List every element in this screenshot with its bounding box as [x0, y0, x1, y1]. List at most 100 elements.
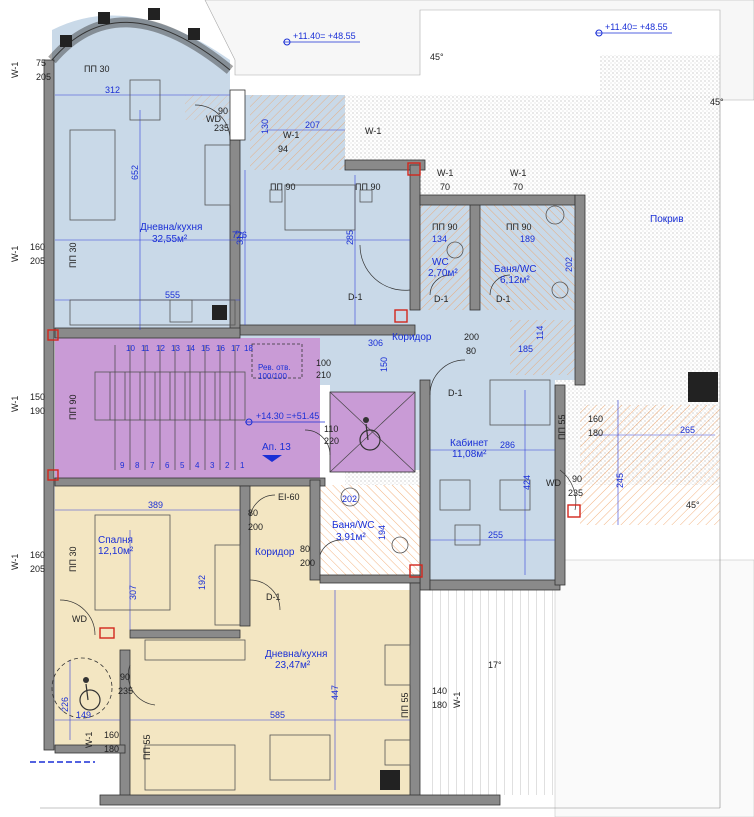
dimension: 150	[30, 392, 45, 402]
wheelchair-icon	[51, 657, 113, 719]
terrace-area	[204, 0, 754, 817]
dimension: 200	[300, 558, 315, 568]
stair-step-number: 7	[150, 461, 155, 470]
drawing-frame	[30, 100, 721, 809]
dimension: 447	[330, 685, 340, 700]
stair-step-number: 17	[231, 344, 240, 353]
stair-step-number: 8	[135, 461, 140, 470]
inspection-opening: Рев. отв.	[258, 363, 291, 372]
stair-step-number: 15	[201, 344, 210, 353]
stair-step-number: 3	[210, 461, 215, 470]
window-door-tag: WD	[206, 114, 221, 124]
dimension: 100	[316, 358, 331, 368]
dimension: 265	[680, 425, 695, 435]
stair-step-number: 18	[244, 344, 253, 353]
dimension: 189	[520, 234, 535, 244]
level-marker: +11.40= +48.55	[283, 31, 360, 46]
stair-step-number: 11	[141, 344, 150, 353]
furniture	[69, 79, 718, 791]
component-labels: D-1 D-1 D-1 D-1 D-1 WD WD WD EI-60 ПП 30…	[10, 52, 724, 760]
dimension: 80	[466, 346, 476, 356]
stair-step-number: 9	[120, 461, 125, 470]
roof-angle: 45°	[430, 52, 444, 62]
window-tag: W-1	[10, 396, 20, 412]
dimension: 235	[118, 686, 133, 696]
stair-step-number: 12	[156, 344, 165, 353]
window-sill-tag: ПП 30	[68, 547, 78, 572]
dimension: 80	[248, 508, 258, 518]
apartment-number: Ап. 13	[262, 442, 291, 453]
room-name: Баня/WC	[332, 520, 375, 531]
window-tag: W-1	[10, 62, 20, 78]
room-name: WC	[432, 257, 449, 268]
dimension: 160	[104, 730, 119, 740]
room-area: 23,47м²	[275, 660, 311, 671]
stair-step-number: 1	[240, 461, 245, 470]
dimension: 726	[232, 230, 247, 240]
dimension: 160	[30, 242, 45, 252]
stair-treads	[94, 343, 303, 470]
dimension: 90	[572, 474, 582, 484]
dimension: 210	[316, 370, 331, 380]
window-tag: W-1	[437, 168, 453, 178]
dimension: 226	[60, 697, 70, 712]
window-sill-tag: ПП 30	[68, 243, 78, 268]
window-sill-tag: ПП 55	[557, 415, 567, 440]
dimension: 80	[300, 544, 310, 554]
stair-numbers: 10 11 12 13 14 15 16 17 18 9 8 7 6 5 4 3…	[120, 344, 253, 470]
stair-step-number: 13	[171, 344, 180, 353]
level-stair: +14.30 =+51.45	[256, 411, 319, 421]
door-tag: D-1	[448, 388, 463, 398]
room-area: 3,91м²	[336, 532, 366, 543]
room-name: Покрив	[650, 214, 684, 225]
window-door-tag: WD	[72, 614, 87, 624]
entry-arrow-icon	[262, 455, 282, 462]
room-name: Кабинет	[450, 437, 488, 449]
dimension: 180	[104, 744, 119, 754]
dimension: 140	[432, 686, 447, 696]
dimension: 389	[148, 500, 163, 510]
dimension: 160	[588, 414, 603, 424]
dimension: 192	[197, 575, 207, 590]
window-sill-tag: ПП 55	[142, 735, 152, 760]
roof-angle: 17°	[488, 660, 502, 670]
roof-angle: 45°	[686, 500, 700, 510]
room-area: 12,10м²	[98, 546, 134, 557]
stair-step-number: 6	[165, 461, 170, 470]
room-name: Баня/WC	[494, 264, 537, 275]
dimension: 180	[432, 700, 447, 710]
stair-step-number: 4	[195, 461, 200, 470]
dimension: 205	[36, 72, 51, 82]
dimension: 255	[488, 530, 503, 540]
dimension: 90	[120, 672, 130, 682]
dimension: 202	[564, 257, 574, 272]
dimension: 286	[500, 440, 515, 450]
room-name: Коридор	[392, 332, 432, 343]
dimension: 134	[432, 234, 447, 244]
window-tag: W-1	[10, 554, 20, 570]
window-door-tag: WD	[546, 478, 561, 488]
dimension: 75	[36, 58, 46, 68]
dimension: 555	[165, 290, 180, 300]
window-tag: W-1	[510, 168, 526, 178]
dimension: 70	[513, 182, 523, 192]
window-tag: W-1	[10, 246, 20, 262]
window-sill-tag: ПП 90	[432, 222, 457, 232]
door-swings	[59, 104, 577, 706]
dimension: 160	[30, 550, 45, 560]
door-tag: D-1	[348, 292, 363, 302]
dimension: 235	[214, 123, 229, 133]
dimension: 185	[518, 344, 533, 354]
dimension: 207	[305, 120, 320, 130]
room-labels: Дневна/кухня 32,55м² WC 2,70м² Баня/WC 6…	[98, 214, 684, 671]
dimension: 245	[615, 473, 625, 488]
dimension: 70	[440, 182, 450, 192]
dimension: 90	[218, 106, 228, 116]
dimension: 94	[278, 144, 288, 154]
dimension: 317	[235, 230, 245, 245]
room-name: Коридор	[255, 547, 295, 558]
window-tag: W-1	[365, 126, 381, 136]
dimension: 180	[588, 428, 603, 438]
window-tag: W-1	[84, 732, 94, 748]
window-sill-tag: ПП 90	[355, 182, 380, 192]
